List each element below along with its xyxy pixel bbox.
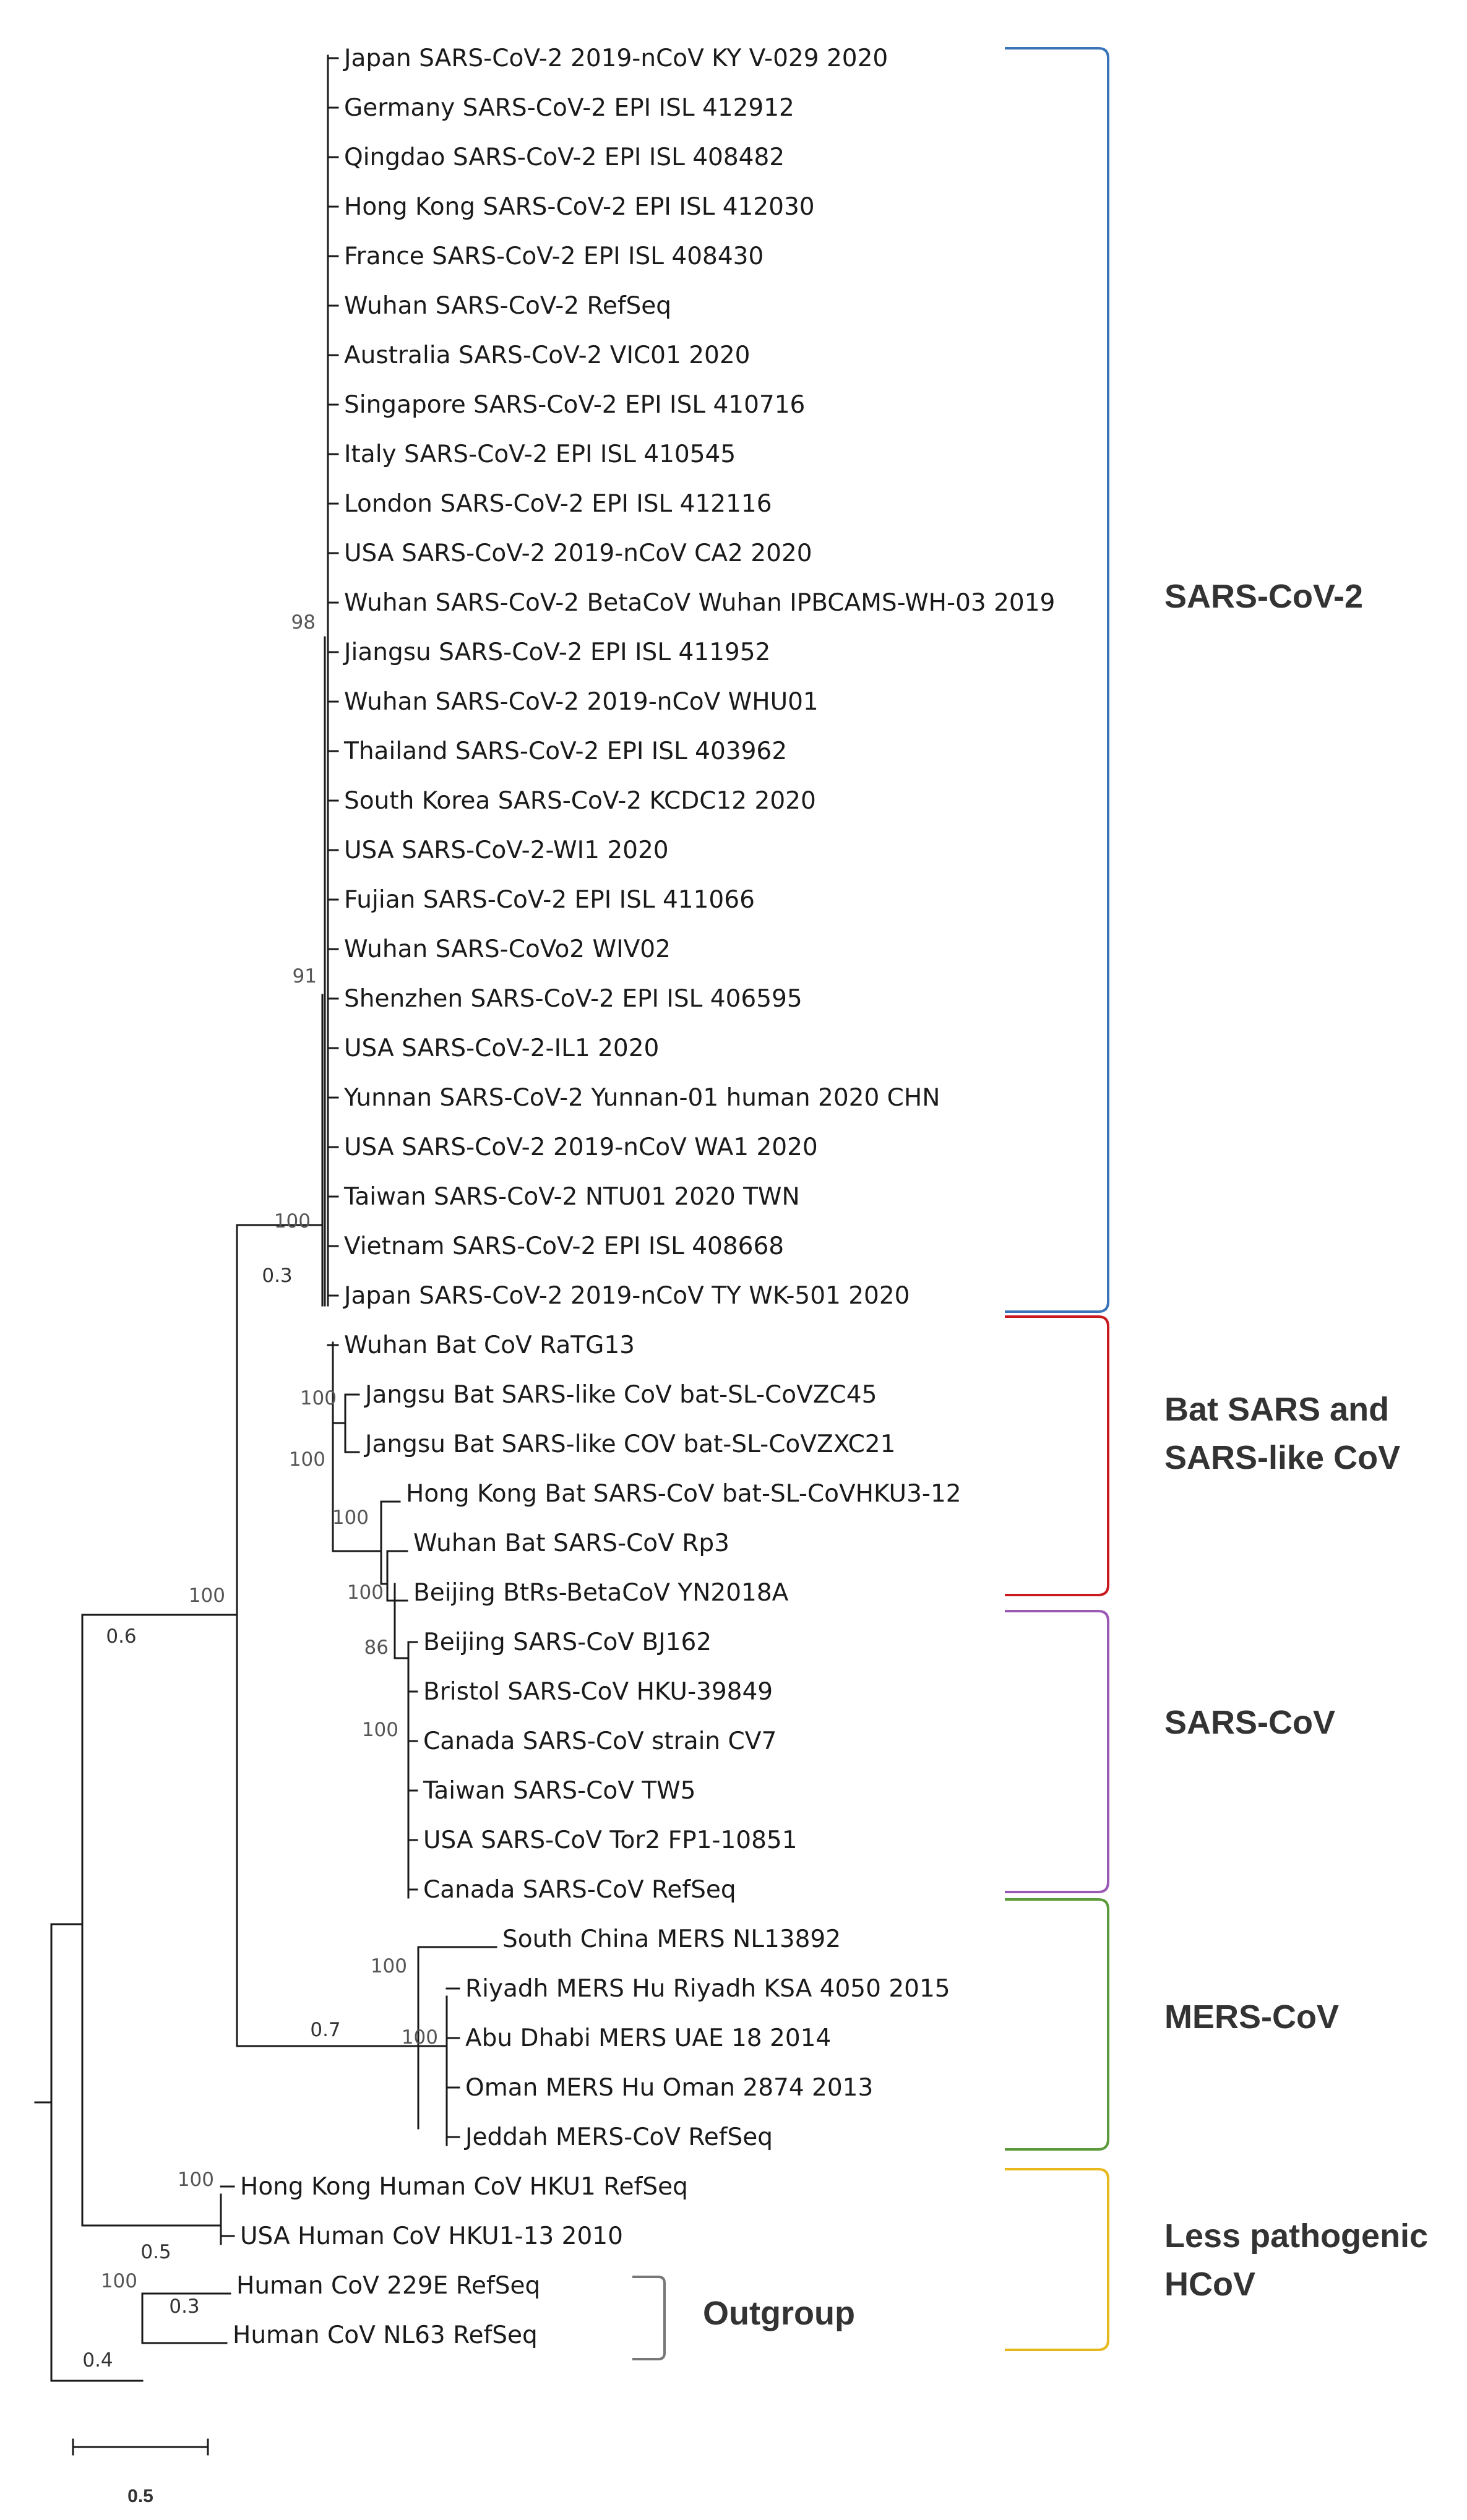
leaf-label: Jangsu Bat SARS-like CoV bat-SL-CoVZC45 bbox=[363, 1381, 877, 1409]
group-label-bat-sars: SARS-like CoV bbox=[1164, 1439, 1400, 1476]
leaf-label: USA SARS-CoV Tor2 FP1-10851 bbox=[423, 1826, 798, 1854]
bracket-sars-cov-2 bbox=[1005, 47, 1109, 1313]
leaf-label: London SARS-CoV-2 EPI ISL 412116 bbox=[344, 490, 772, 518]
branch-length-label: 0.6 bbox=[106, 1625, 136, 1648]
support-value: 100 bbox=[101, 2270, 137, 2292]
group-labels: SARS-CoV-2 Bat SARS and SARS-like CoV SA… bbox=[703, 578, 1428, 2332]
leaf-label: Italy SARS-CoV-2 EPI ISL 410545 bbox=[344, 441, 736, 468]
scale-bar-label: 0.5 bbox=[127, 2486, 153, 2506]
group-label-sars-cov: SARS-CoV bbox=[1164, 1704, 1335, 1741]
bracket-less-pathogenic bbox=[1005, 2168, 1109, 2351]
leaf-label: Canada SARS-CoV strain CV7 bbox=[423, 1727, 777, 1755]
branch-length-label: 0.4 bbox=[82, 2349, 113, 2372]
leaf-label: Bristol SARS-CoV HKU-39849 bbox=[423, 1678, 773, 1706]
scale-bar: 0.5 bbox=[72, 2438, 209, 2506]
bracket-outgroup bbox=[632, 2276, 666, 2360]
leaf-label: USA SARS-CoV-2 2019-nCoV CA2 2020 bbox=[344, 540, 812, 567]
branch-lengths: 0.3 0.6 0.7 0.5 0.3 0.4 bbox=[82, 1265, 340, 2372]
leaf-label: Beijing SARS-CoV BJ162 bbox=[423, 1628, 712, 1656]
internal-branch bbox=[141, 2292, 231, 2344]
scale-bar-line bbox=[72, 2438, 209, 2456]
leaf-label: USA Human CoV HKU1-13 2010 bbox=[240, 2222, 623, 2250]
group-label-bat-sars: Bat SARS and bbox=[1164, 1391, 1389, 1428]
support-values: 98 91 100 100 100 100 100 86 100 100 100… bbox=[101, 611, 438, 2292]
leaf-label: Wuhan SARS-CoV-2 2019-nCoV WHU01 bbox=[344, 688, 819, 716]
group-label-sars-cov-2: SARS-CoV-2 bbox=[1164, 578, 1363, 615]
leaf-label: Thailand SARS-CoV-2 EPI ISL 403962 bbox=[343, 738, 787, 765]
leaf-label: France SARS-CoV-2 EPI ISL 408430 bbox=[344, 243, 764, 270]
support-value: 100 bbox=[274, 1210, 311, 1232]
branch-length-label: 0.3 bbox=[262, 1265, 292, 1287]
support-value: 100 bbox=[371, 1955, 407, 1977]
group-label-less-pathogenic: Less pathogenic bbox=[1164, 2217, 1428, 2255]
leaf-label: Qingdao SARS-CoV-2 EPI ISL 408482 bbox=[344, 144, 785, 171]
leaf-label: Fujian SARS-CoV-2 EPI ISL 411066 bbox=[344, 886, 755, 914]
leaf-label: Wuhan SARS-CoV-2 BetaCoV Wuhan IPBCAMS-W… bbox=[344, 589, 1055, 617]
bracket-mers-cov bbox=[1005, 1898, 1109, 2151]
tree-branches bbox=[34, 54, 497, 2382]
bracket-sars-cov bbox=[1005, 1610, 1109, 1893]
leaf-label: Taiwan SARS-CoV-2 NTU01 2020 TWN bbox=[343, 1183, 800, 1211]
support-value: 100 bbox=[300, 1387, 337, 1409]
internal-branch bbox=[386, 1550, 408, 1602]
leaf-label: Hong Kong SARS-CoV-2 EPI ISL 412030 bbox=[344, 193, 815, 221]
leaf-label: USA SARS-CoV-2-IL1 2020 bbox=[344, 1034, 659, 1062]
bracket-bat-sars bbox=[1005, 1315, 1109, 1596]
group-label-outgroup: Outgroup bbox=[703, 2295, 855, 2332]
leaf-label: Jangsu Bat SARS-like COV bat-SL-CoVZXC21 bbox=[363, 1430, 895, 1458]
support-value: 98 bbox=[291, 611, 316, 634]
support-value: 100 bbox=[289, 1448, 325, 1471]
leaf-label: Human CoV 229E RefSeq bbox=[236, 2272, 540, 2300]
clade-brackets bbox=[632, 47, 1109, 2360]
leaf-label: Taiwan SARS-CoV TW5 bbox=[423, 1777, 695, 1805]
leaf-labels: Japan SARS-CoV-2 2019-nCoV KY V-029 2020… bbox=[233, 45, 1055, 2349]
internal-branch bbox=[344, 1393, 360, 1453]
support-value: 100 bbox=[332, 1507, 369, 1529]
branch-length-label: 0.7 bbox=[310, 2019, 340, 2041]
leaf-label: Hong Kong Human CoV HKU1 RefSeq bbox=[240, 2173, 688, 2201]
leaf-label: Wuhan Bat SARS-CoV Rp3 bbox=[413, 1529, 729, 1557]
leaf-label: Canada SARS-CoV RefSeq bbox=[423, 1876, 736, 1904]
support-value: 91 bbox=[293, 965, 317, 987]
leaf-label: Hong Kong Bat SARS-CoV bat-SL-CoVHKU3-12 bbox=[406, 1480, 962, 1508]
leaf-label: Jeddah MERS-CoV RefSeq bbox=[463, 2123, 773, 2151]
leaf-label: Australia SARS-CoV-2 VIC01 2020 bbox=[344, 342, 750, 369]
leaf-label: Riyadh MERS Hu Riyadh KSA 4050 2015 bbox=[465, 1975, 950, 2003]
leaf-label: Yunnan SARS-CoV-2 Yunnan-01 human 2020 C… bbox=[343, 1084, 940, 1112]
leaf-label: Singapore SARS-CoV-2 EPI ISL 410716 bbox=[344, 391, 805, 419]
leaf-label: Japan SARS-CoV-2 2019-nCoV TY WK-501 202… bbox=[342, 1282, 910, 1310]
support-value: 100 bbox=[189, 1585, 225, 1607]
group-label-less-pathogenic: HCoV bbox=[1164, 2266, 1255, 2303]
leaf-label: USA SARS-CoV-2-WI1 2020 bbox=[344, 836, 669, 864]
support-value: 100 bbox=[178, 2169, 214, 2191]
leaf-label: South Korea SARS-CoV-2 KCDC12 2020 bbox=[344, 787, 816, 815]
leaf-label: Japan SARS-CoV-2 2019-nCoV KY V-029 2020 bbox=[342, 45, 888, 72]
leaf-label: Oman MERS Hu Oman 2874 2013 bbox=[465, 2074, 873, 2102]
support-value: 86 bbox=[364, 1636, 389, 1659]
leaf-label: Shenzhen SARS-CoV-2 EPI ISL 406595 bbox=[344, 985, 802, 1013]
support-value: 100 bbox=[347, 1581, 384, 1604]
leaf-label: Human CoV NL63 RefSeq bbox=[233, 2321, 538, 2349]
group-label-mers-cov: MERS-CoV bbox=[1164, 1998, 1339, 2036]
leaf-label: Jiangsu SARS-CoV-2 EPI ISL 411952 bbox=[342, 639, 770, 666]
branch-length-label: 0.5 bbox=[140, 2241, 171, 2263]
leaf-label: Wuhan SARS-CoV-2 RefSeq bbox=[344, 292, 671, 320]
support-value: 100 bbox=[362, 1719, 398, 1741]
branch-length-label: 0.3 bbox=[169, 2295, 199, 2318]
leaf-label: South China MERS NL13892 bbox=[502, 1925, 841, 1953]
leaf-label: Beijing BtRs-BetaCoV YN2018A bbox=[413, 1579, 789, 1607]
leaf-label: Abu Dhabi MERS UAE 18 2014 bbox=[465, 2024, 831, 2052]
leaf-label: Vietnam SARS-CoV-2 EPI ISL 408668 bbox=[344, 1232, 784, 1260]
leaf-label: Germany SARS-CoV-2 EPI ISL 412912 bbox=[344, 94, 794, 122]
leaf-label: Wuhan Bat CoV RaTG13 bbox=[344, 1331, 635, 1359]
leaf-label: USA SARS-CoV-2 2019-nCoV WA1 2020 bbox=[344, 1133, 818, 1161]
support-value: 100 bbox=[402, 2026, 438, 2049]
leaf-label: Wuhan SARS-CoVo2 WIV02 bbox=[344, 935, 671, 963]
